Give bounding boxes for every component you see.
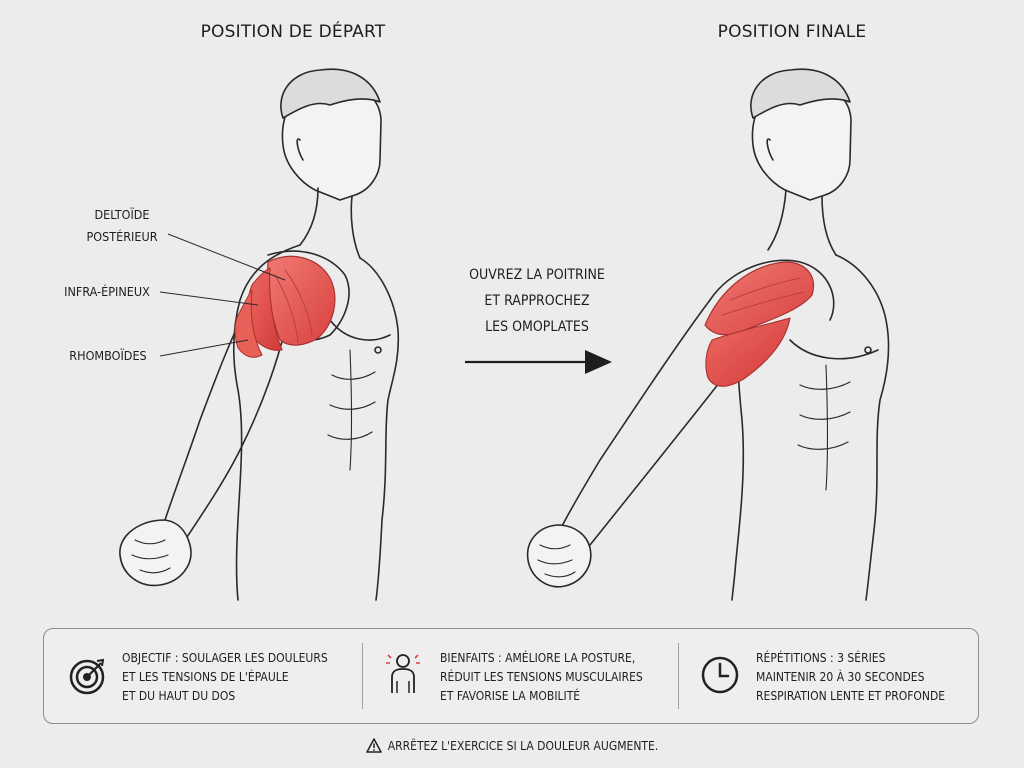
heading-start-position: POSITION DE DÉPART: [200, 22, 386, 42]
arrow-icon: [465, 350, 612, 374]
person-pain-icon: [386, 654, 420, 693]
warning-message: ARRÊTEZ L'EXERCICE SI LA DOULEUR AUGMENT…: [0, 738, 1024, 753]
muscle-deltoid-left: [267, 255, 336, 346]
target-icon: [69, 658, 105, 695]
label-rhomboids: RHOMBOÏDES: [69, 348, 147, 363]
muscle-infra-right: [705, 317, 791, 387]
hands-left: [119, 519, 192, 587]
hands-right: [526, 524, 592, 588]
warning-text: ARRÊTEZ L'EXERCICE SI LA DOULEUR AUGMENT…: [387, 739, 659, 753]
repetitions-text: RÉPÉTITIONS : 3 SÉRIES MAINTENIR 20 À 30…: [756, 651, 946, 703]
figure-start-position: [119, 68, 400, 601]
stretch-illustration: [119, 68, 890, 601]
heading-end-position: POSITION FINALE: [717, 22, 867, 42]
leader-infra: [159, 291, 259, 306]
info-box: OBJECTIF : SOULAGER LES DOULEURS ET LES …: [43, 628, 979, 724]
benefits-text: BIENFAITS : AMÉLIORE LA POSTURE, RÉDUIT …: [440, 651, 643, 703]
label-deltoid: DELTOÏDE POSTÉRIEUR: [86, 207, 158, 244]
figure-end-position: [526, 68, 890, 601]
warning-icon: [365, 738, 382, 753]
instruction-text: OUVREZ LA POITRINE ET RAPPROCHEZ LES OMO…: [469, 267, 605, 335]
leader-deltoid: [167, 233, 286, 281]
hair-right: [750, 68, 851, 119]
clock-icon: [701, 656, 739, 694]
label-infra-spinatus: INFRA-ÉPINEUX: [64, 284, 150, 299]
muscle-rhomboid-left: [234, 289, 263, 358]
objective-text: OBJECTIF : SOULAGER LES DOULEURS ET LES …: [122, 651, 328, 703]
label-leaders: [159, 233, 286, 357]
divider: [362, 643, 363, 709]
leader-rhomboid: [159, 339, 249, 357]
hair-left: [280, 68, 381, 119]
divider: [678, 643, 679, 709]
muscle-deltoid-right: [704, 261, 814, 336]
